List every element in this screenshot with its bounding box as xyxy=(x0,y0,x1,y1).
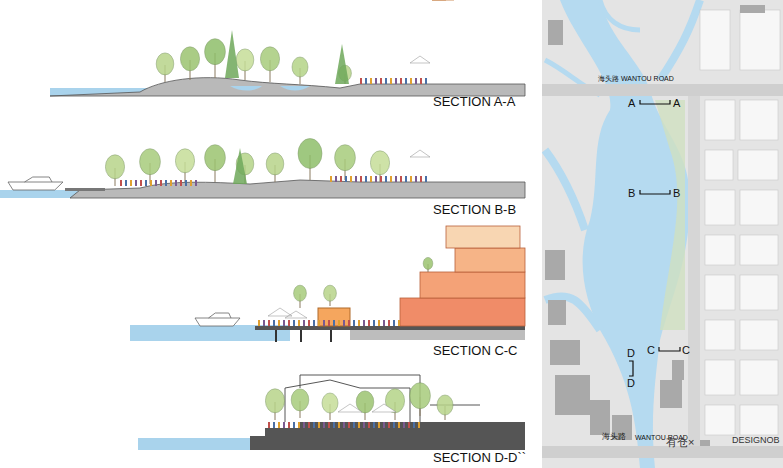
section-title: SECTION B-B xyxy=(433,203,516,217)
watermark: 有仓× xyxy=(666,436,694,448)
cut-mark-letter: D xyxy=(627,377,635,389)
road-name: 海头路 WANTOU ROAD xyxy=(598,75,674,83)
section-title: SECTION D-D`` xyxy=(433,451,526,465)
cut-mark-letter: B xyxy=(673,187,680,199)
cut-mark-letter: A xyxy=(628,97,635,109)
cut-mark-letter: C xyxy=(682,344,690,356)
cut-mark-letter: A xyxy=(673,97,680,109)
watermark: DESIGNOB xyxy=(732,436,780,446)
cut-mark-letter: D xyxy=(627,347,635,359)
site-map xyxy=(542,0,783,468)
cut-mark-letter: C xyxy=(647,344,655,356)
section-title: SECTION A-A xyxy=(433,95,515,109)
cut-mark-letter: B xyxy=(628,187,635,199)
section-title: SECTION C-C xyxy=(433,344,518,358)
landscape-sections xyxy=(0,0,525,450)
road-name: 海头路 xyxy=(602,433,626,442)
